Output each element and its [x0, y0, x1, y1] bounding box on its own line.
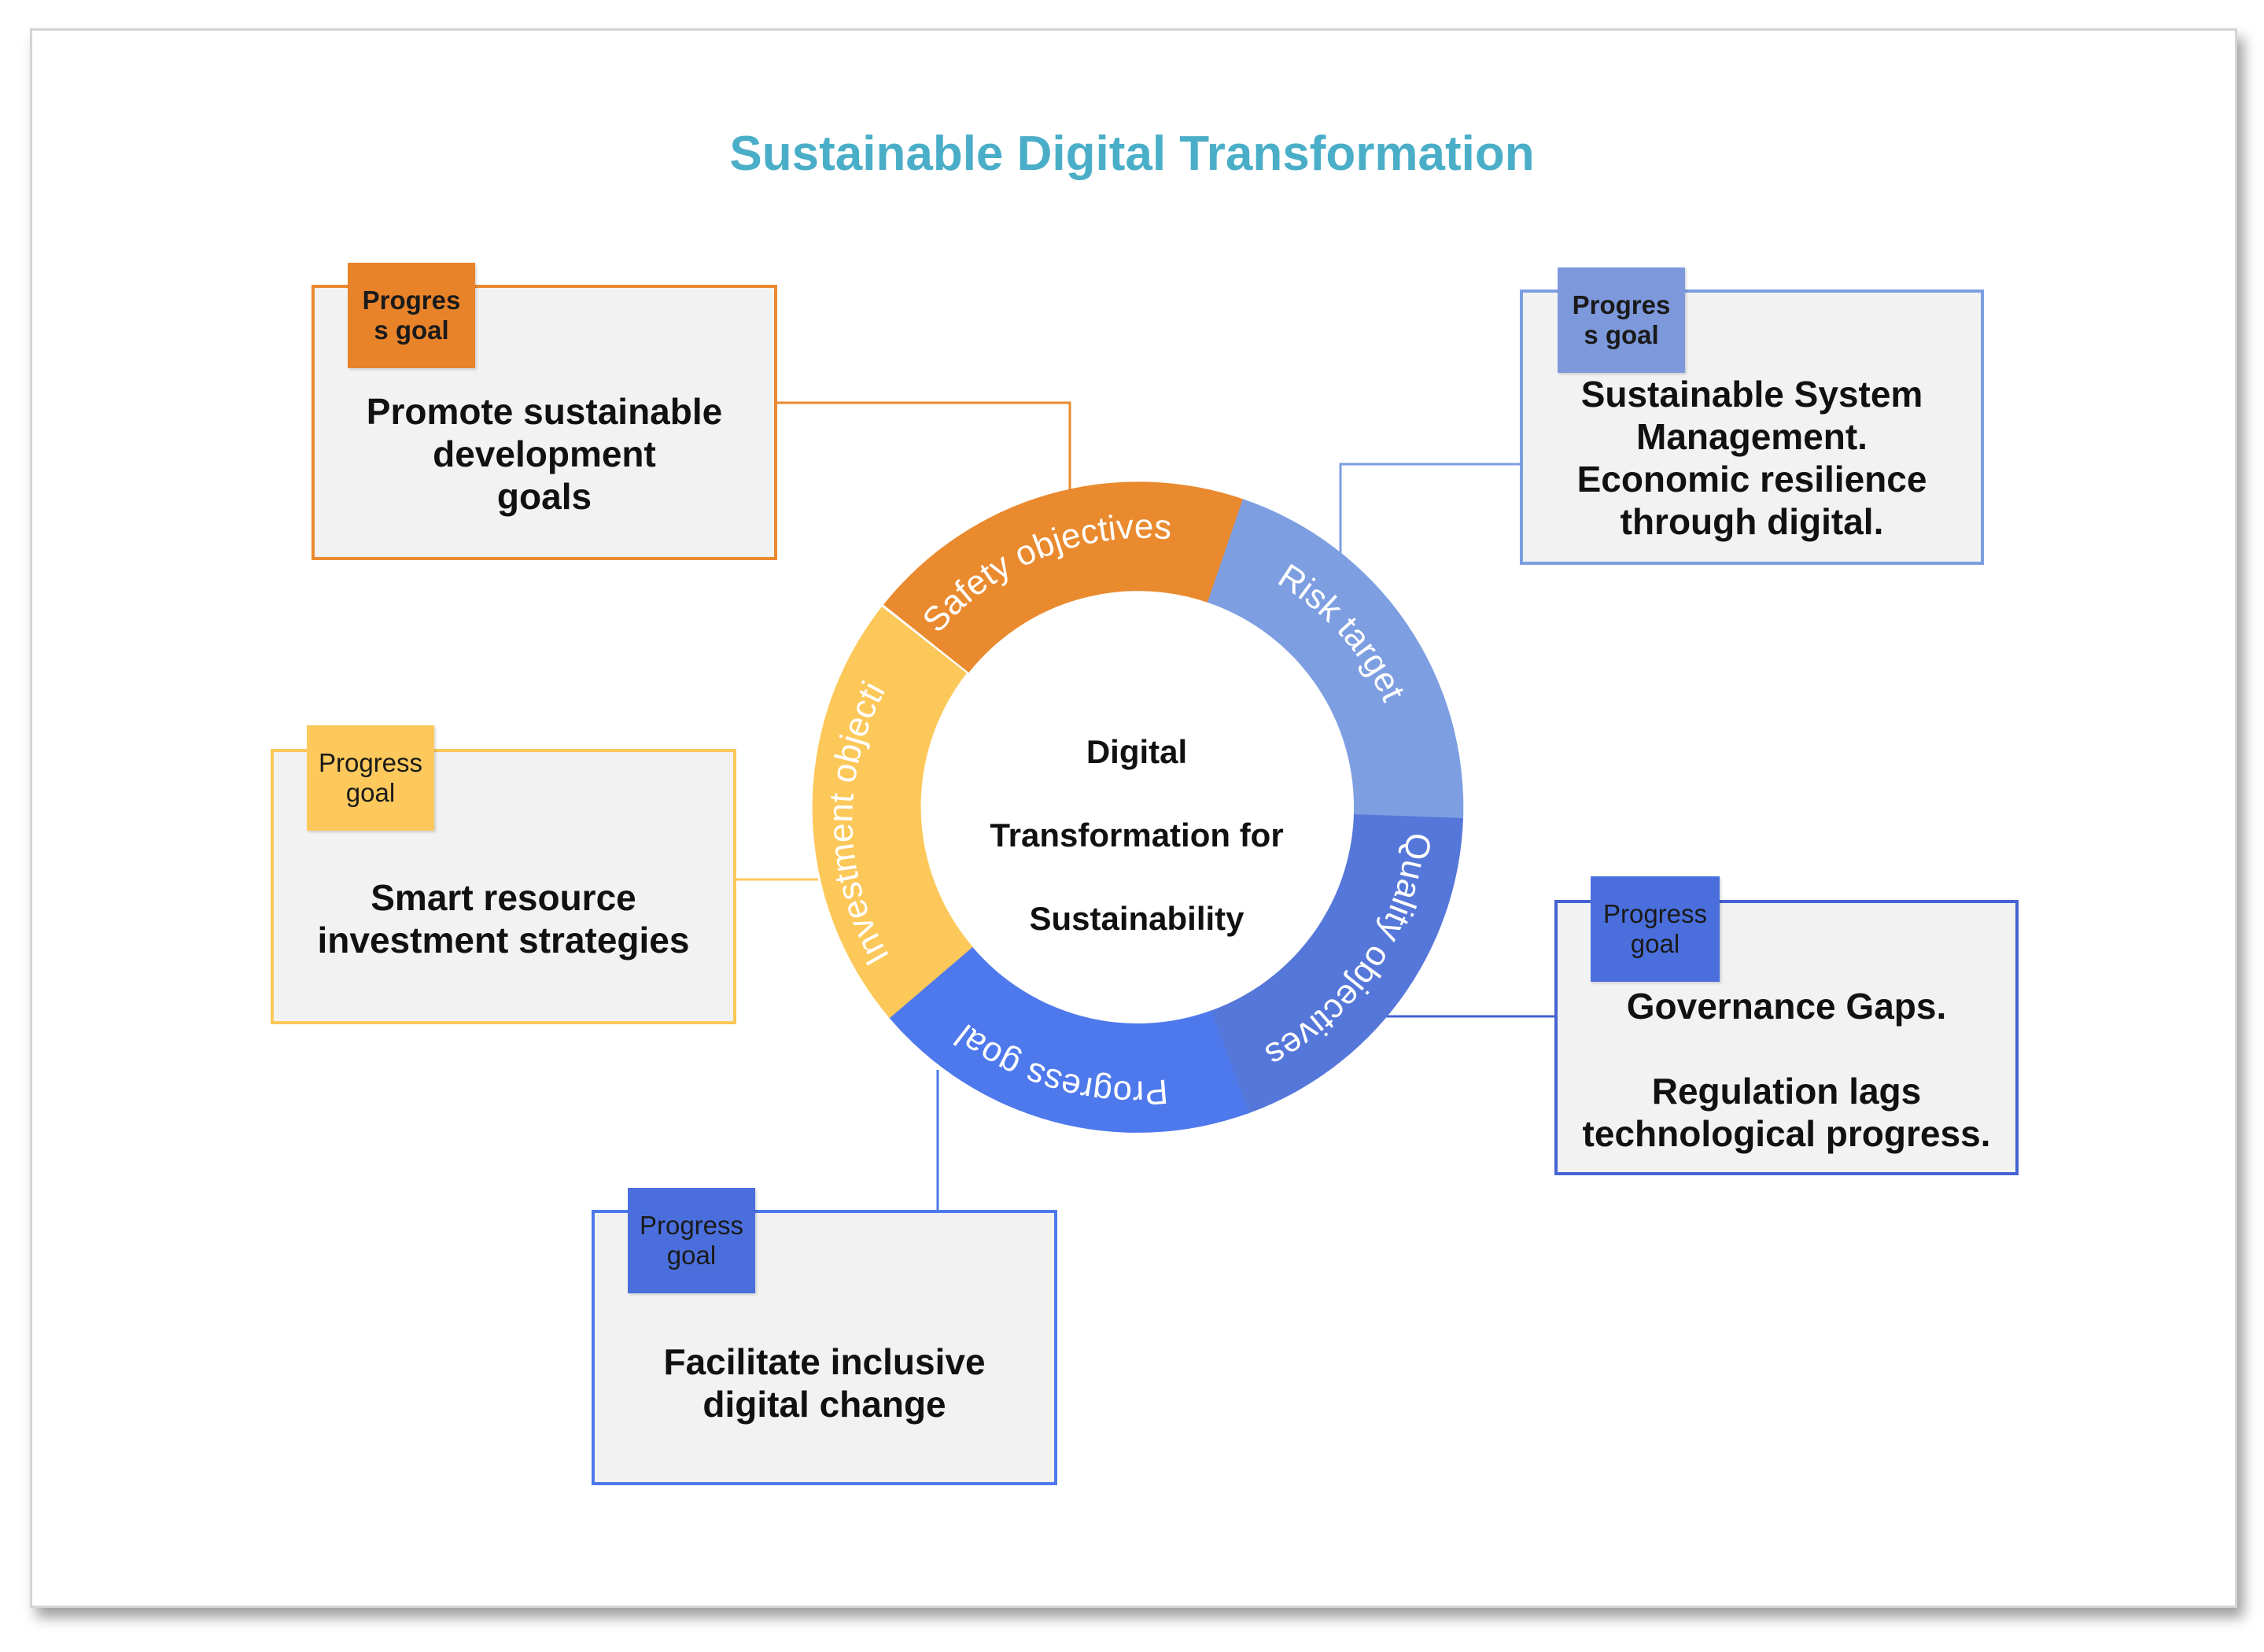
progress-goal-tag: Progress goal: [628, 1188, 755, 1293]
progress-goal-tag: Progress goal: [1591, 876, 1720, 982]
ring-segment-progress: [888, 946, 1249, 1133]
box-text: Promote sustainable development goals: [366, 391, 723, 517]
ring-segment-investment: [812, 607, 973, 1019]
ring-segment-quality: [1209, 814, 1463, 1115]
box-sustainable-system-management: Sustainable System Management. Economic …: [1520, 289, 1984, 565]
box-text: Smart resource investment strategies: [317, 877, 690, 961]
box-text: Sustainable System Management. Economic …: [1576, 374, 1927, 542]
progress-goal-tag: Progres s goal: [348, 263, 475, 368]
center-label-line2: Transformation for: [990, 817, 1284, 854]
diagram-title: Sustainable Digital Transformation: [729, 127, 1535, 181]
progress-goal-tag: Progres s goal: [1558, 267, 1685, 373]
box-text: Facilitate inclusive digital change: [663, 1341, 986, 1425]
box-smart-resource-investment: Smart resource investment strategies: [271, 749, 736, 1024]
progress-goal-tag: Progress goal: [307, 725, 434, 831]
ring-segment-risk: [1207, 499, 1464, 822]
connector-top-left: [777, 401, 1071, 503]
ring-segment-safety: [883, 481, 1246, 673]
connector-top-right: [1339, 463, 1520, 566]
center-label-line1: Digital: [1086, 733, 1188, 770]
box-text: Governance Gaps. Regulation lags technol…: [1582, 986, 1991, 1154]
center-label-line3: Sustainability: [1029, 900, 1244, 937]
box-promote-sustainable-goals: Promote sustainable development goals: [312, 285, 777, 560]
box-inclusive-digital-change: Facilitate inclusive digital change: [592, 1210, 1057, 1485]
